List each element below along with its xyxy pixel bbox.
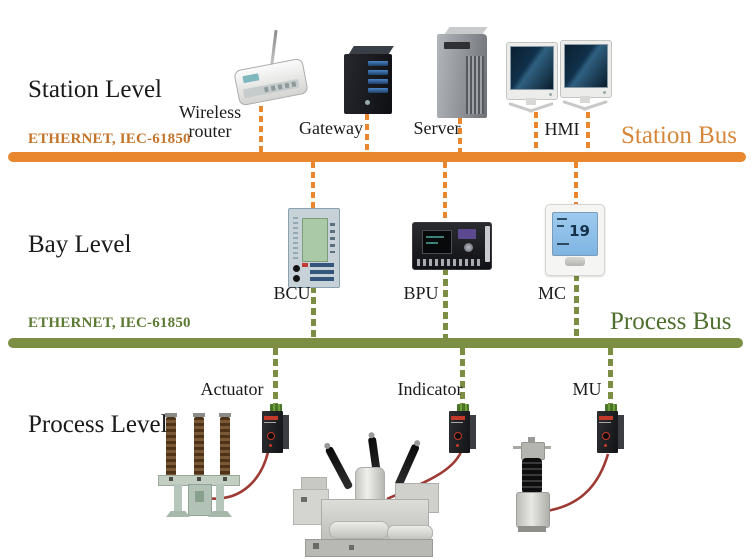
dashed-connector-router <box>259 106 263 152</box>
process-level-label: Process Level <box>28 411 168 438</box>
dashed-connector-mc-down <box>574 274 579 338</box>
bpu-label: BPU <box>403 283 439 303</box>
dashed-connector-mu <box>608 348 613 406</box>
wireless-router-label: Wireless router <box>178 102 242 142</box>
mc-display-value: 19 <box>569 222 590 240</box>
station-bus-line <box>8 152 746 162</box>
hmi-label: HMI <box>544 119 580 139</box>
process-bus-protocol-label: ETHERNET, IEC-61850 <box>28 315 191 331</box>
hmi-monitor-icon <box>560 40 612 116</box>
instrument-transformer-icon <box>511 437 553 534</box>
power-transformer-icon <box>291 431 445 559</box>
dashed-connector-indicator <box>460 348 465 406</box>
wire-ct-to-mu <box>545 453 610 513</box>
dashed-connector-server <box>458 118 462 152</box>
dashed-connector-actuator <box>273 348 278 406</box>
mc-label: MC <box>537 283 566 303</box>
router-body <box>233 57 309 107</box>
station-level-label: Station Level <box>28 76 162 103</box>
bcu-label: BCU <box>273 283 311 303</box>
wireless-router-icon <box>232 28 316 112</box>
actuator-label: Actuator <box>200 379 264 399</box>
dashed-connector-bcu-up <box>311 162 315 208</box>
dashed-connector-bpu-up <box>443 162 447 222</box>
mu-device-icon <box>596 404 625 454</box>
gateway-label: Gateway <box>299 118 363 138</box>
dashed-connector-hmi2 <box>586 112 590 152</box>
bcu-icon <box>288 208 340 288</box>
dashed-connector-mc-up <box>574 162 578 204</box>
mc-icon: 19 <box>545 204 605 276</box>
mu-label: MU <box>572 379 602 399</box>
actuator-device-icon <box>261 404 290 454</box>
server-icon <box>436 27 492 119</box>
bay-level-label: Bay Level <box>28 231 132 258</box>
bpu-icon <box>412 222 492 270</box>
server-label: Server <box>413 118 461 138</box>
dashed-connector-gateway <box>365 114 369 152</box>
dashed-connector-bcu-down <box>311 286 316 338</box>
gateway-icon <box>343 46 395 116</box>
hmi-monitor-icon <box>506 42 558 116</box>
process-bus-line <box>8 338 743 348</box>
indicator-device-icon <box>448 404 477 454</box>
dashed-connector-hmi1 <box>534 112 538 152</box>
indicator-label: Indicator <box>397 379 463 399</box>
dashed-connector-bpu-down <box>443 268 448 338</box>
circuit-breaker-icon <box>156 413 240 517</box>
station-bus-protocol-label: ETHERNET, IEC-61850 <box>28 131 191 147</box>
station-bus-name-label: Station Bus <box>621 122 737 149</box>
process-bus-name-label: Process Bus <box>610 308 732 335</box>
